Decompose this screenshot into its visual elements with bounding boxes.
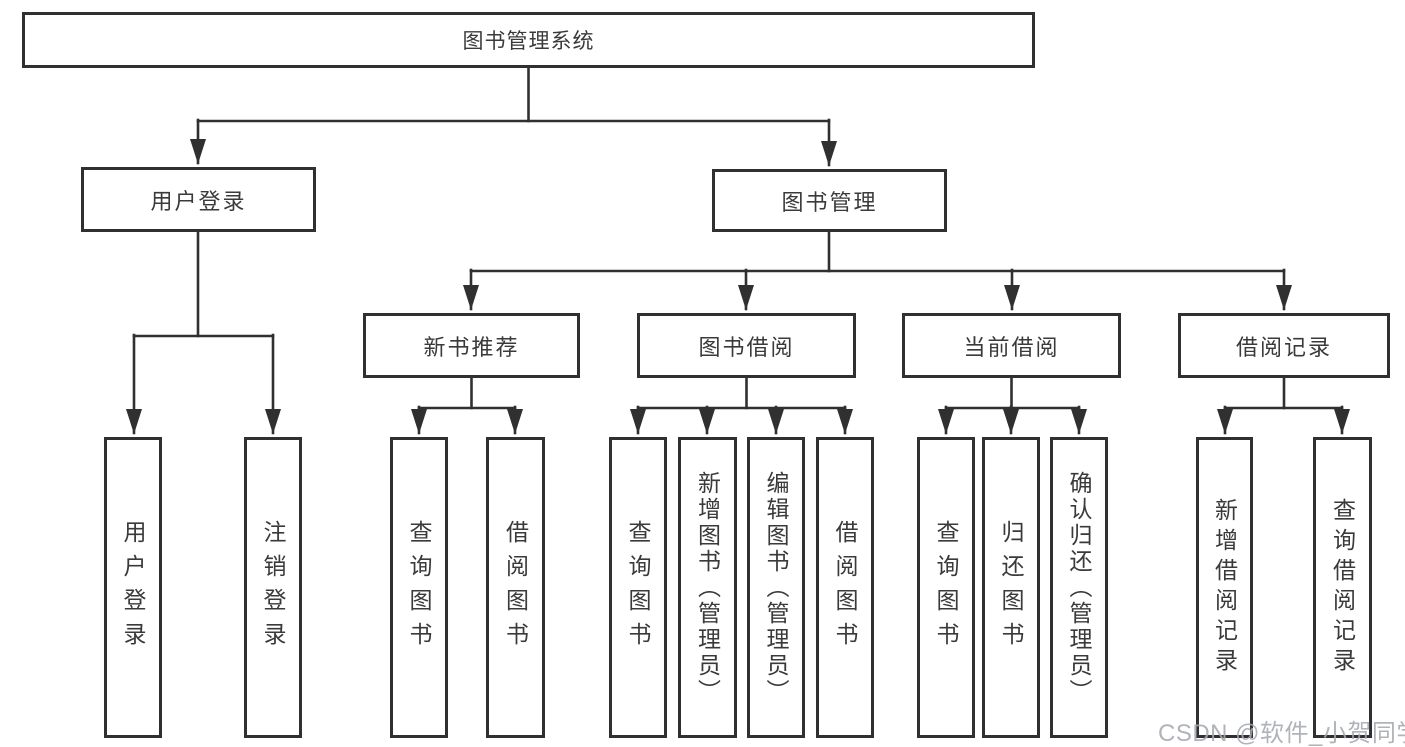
node-book-borrow: 图书借阅 — [637, 313, 856, 378]
leaf-br-add-label: 新增借阅记录 — [1211, 497, 1238, 678]
leaf-nb-borrow: 借阅图书 — [486, 437, 545, 738]
leaf-cb-return-label: 归还图书 — [998, 519, 1024, 656]
leaf-bb-add: 新增图书（管理员） — [678, 437, 737, 738]
node-new-books: 新书推荐 — [363, 313, 580, 378]
node-user-login: 用户登录 — [81, 167, 316, 232]
node-current-borrow-label: 当前借阅 — [963, 334, 1060, 360]
node-new-books-label: 新书推荐 — [423, 334, 520, 360]
node-borrow-records-label: 借阅记录 — [1235, 334, 1332, 360]
node-root-label: 图书管理系统 — [462, 30, 595, 53]
leaf-nb-query: 查询图书 — [390, 437, 448, 738]
leaf-cb-query-label: 查询图书 — [933, 519, 959, 656]
leaf-bb-query-label: 查询图书 — [625, 519, 651, 656]
node-current-borrow: 当前借阅 — [902, 313, 1121, 378]
node-user-login-label: 用户登录 — [150, 188, 247, 214]
leaf-cb-confirm-label: 确认归还（管理员） — [1066, 470, 1092, 705]
node-book-borrow-label: 图书借阅 — [698, 334, 795, 360]
leaf-bb-add-label: 新增图书（管理员） — [694, 470, 721, 705]
leaf-bb-edit: 编辑图书（管理员） — [747, 437, 805, 738]
leaf-logout-label: 注销登录 — [260, 519, 286, 656]
csdn-watermark: CSDN @软件_小贺同学 — [1158, 720, 1405, 747]
leaf-br-add: 新增借阅记录 — [1196, 437, 1253, 738]
node-borrow-records: 借阅记录 — [1178, 313, 1390, 378]
node-root: 图书管理系统 — [22, 12, 1035, 68]
leaf-bb-borrow: 借阅图书 — [816, 437, 874, 738]
leaf-bb-edit-label: 编辑图书（管理员） — [763, 470, 789, 705]
leaf-cb-return: 归还图书 — [982, 437, 1040, 738]
leaf-user-login: 用户登录 — [104, 437, 162, 738]
leaf-nb-query-label: 查询图书 — [406, 519, 432, 656]
node-book-mgmt-label: 图书管理 — [781, 189, 878, 215]
leaf-nb-borrow-label: 借阅图书 — [502, 519, 529, 656]
leaf-cb-query: 查询图书 — [917, 437, 975, 738]
leaf-user-login-label: 用户登录 — [120, 519, 146, 656]
leaf-br-query-label: 查询借阅记录 — [1329, 497, 1356, 678]
leaf-br-query: 查询借阅记录 — [1313, 437, 1372, 738]
leaf-cb-confirm: 确认归还（管理员） — [1050, 437, 1108, 738]
leaf-bb-borrow-label: 借阅图书 — [832, 519, 858, 656]
node-book-mgmt: 图书管理 — [712, 169, 947, 232]
leaf-logout: 注销登录 — [244, 437, 302, 738]
leaf-bb-query: 查询图书 — [609, 437, 667, 738]
